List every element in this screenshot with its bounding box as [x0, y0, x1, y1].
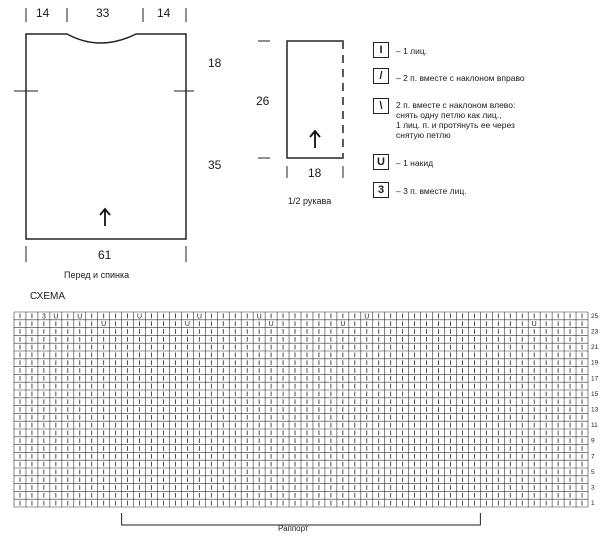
legend-text-k2tog-right: – 2 п. вместе с наклоном вправо: [396, 73, 525, 83]
row-number: 9: [591, 438, 595, 445]
legend-text-knit: – 1 лиц.: [396, 46, 428, 56]
k3tog-stitch: 3: [42, 313, 46, 320]
yarn-over-stitch: U: [364, 313, 369, 320]
row-number: 23: [591, 328, 599, 335]
body-width-left: 14: [36, 6, 50, 20]
body-height-armhole: 18: [208, 56, 222, 70]
yarn-over-stitch: U: [137, 313, 142, 320]
yarn-over-stitch: U: [257, 313, 262, 320]
chart-title: СХЕМА: [30, 291, 65, 302]
row-number: 15: [591, 391, 599, 398]
yarn-over-stitch: U: [269, 321, 274, 328]
yarn-over-stitch: U: [197, 313, 202, 320]
repeat-label: Раппорт: [278, 524, 309, 533]
legend-symbol-k3tog: 3: [373, 182, 389, 198]
legend-symbol-k2tog-left: \: [373, 98, 389, 114]
yarn-over-stitch: U: [340, 321, 345, 328]
yarn-over-stitch: U: [101, 321, 106, 328]
row-number: 21: [591, 344, 599, 351]
body-caption: Перед и спинка: [64, 270, 130, 280]
legend-label: 3 п. вместе лиц.: [403, 186, 467, 196]
row-number: 5: [591, 469, 595, 476]
body-width-neck: 33: [96, 6, 110, 20]
legend: I – 1 лиц. / – 2 п. вместе с наклоном вп…: [368, 40, 598, 210]
legend-symbol-k2tog-right: /: [373, 68, 389, 84]
repeat-bracket: [121, 513, 481, 526]
row-number: 19: [591, 360, 599, 367]
legend-label: 1 лиц.: [403, 46, 428, 56]
row-number: 17: [591, 375, 599, 382]
row-number: 11: [591, 422, 598, 429]
legend-label: 1 накид: [403, 158, 434, 168]
sleeve-caption: 1/2 рукава: [288, 196, 332, 206]
legend-label: 2 п. вместе с наклоном вправо: [403, 73, 525, 83]
yarn-over-stitch: U: [53, 313, 58, 320]
row-number: 1: [591, 500, 595, 507]
legend-symbol-knit: I: [373, 42, 389, 58]
row-number: 13: [591, 406, 599, 413]
legend-text-k2tog-left: 2 п. вместе с наклоном влево: снять одну…: [396, 100, 516, 140]
sleeve-bottom-width: 18: [308, 166, 322, 180]
legend-text-k3tog: – 3 п. вместе лиц.: [396, 186, 467, 196]
sleeve-schematic: [258, 40, 344, 178]
sleeve-height: 26: [256, 94, 270, 108]
legend-symbol-yarn-over: U: [373, 154, 389, 170]
body-height-lower: 35: [208, 158, 222, 172]
body-width-right: 14: [157, 6, 171, 20]
row-number: 25: [591, 313, 599, 320]
body-schematic: [14, 8, 194, 262]
yarn-over-stitch: U: [77, 313, 82, 320]
row-number: 3: [591, 484, 595, 491]
legend-text-yarn-over: – 1 накид: [396, 158, 434, 168]
yarn-over-stitch: U: [185, 321, 190, 328]
body-width-bottom: 61: [98, 248, 112, 262]
row-number: 7: [591, 453, 595, 460]
yarn-over-stitch: U: [532, 321, 537, 328]
